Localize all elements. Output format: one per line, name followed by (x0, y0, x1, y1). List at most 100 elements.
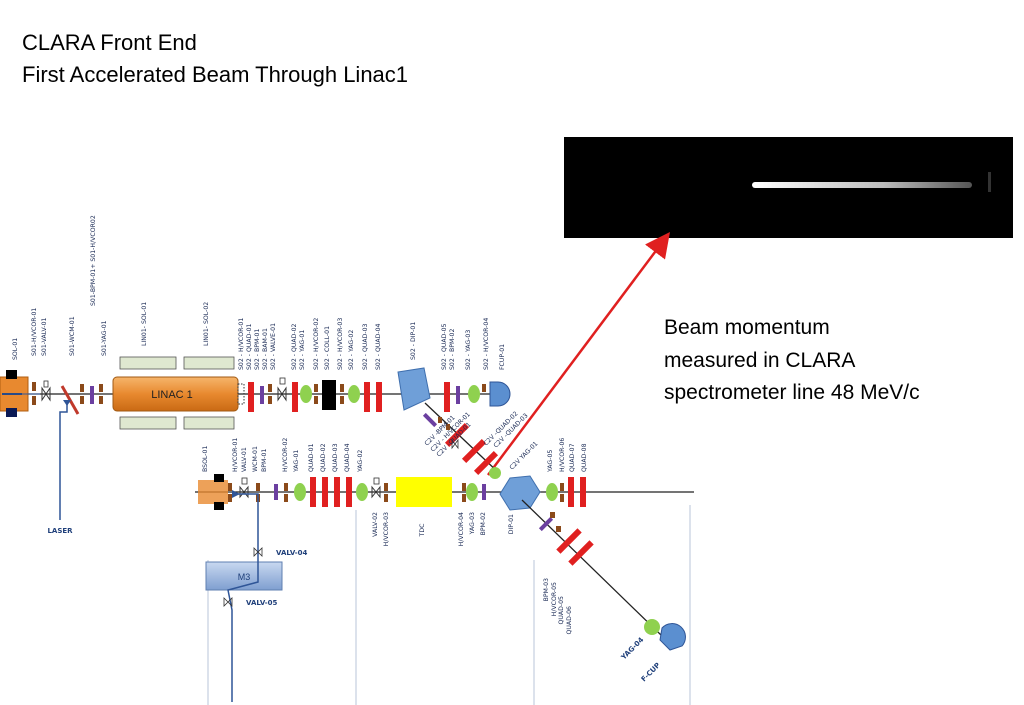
component-label: S01-H/VCOR-01 (31, 308, 38, 356)
component-label: S01-BPM-01+ S01-H/VCOR02 (90, 215, 97, 306)
component-label: DIP-01 (508, 514, 515, 534)
c2v-bpm-01 (422, 412, 438, 428)
h-vcor-05b (556, 526, 561, 532)
component-label: LIN01- SOL-01 (141, 302, 148, 346)
s01-bpm-01 (90, 386, 94, 404)
yag-03 (466, 483, 478, 501)
bpm-02 (482, 484, 486, 500)
component-label: H/VCOR-03 (383, 512, 390, 546)
s02-hvcor-01 (268, 384, 272, 392)
h-vcor-02b (284, 494, 288, 502)
component-label: QUAD-02 (320, 443, 327, 472)
component-label: H/VCOR-06 (559, 438, 566, 472)
s02-bpm-01 (260, 386, 264, 404)
laser-label: LASER (47, 527, 73, 535)
c2v-yag-01 (489, 467, 501, 479)
component-label: S02 - H/VCOR-04 (483, 318, 490, 370)
s01-hvcor-02b (99, 396, 103, 404)
component-label: H/VCOR-01 (232, 438, 239, 472)
valv-05-label: VALV-05 (246, 599, 278, 607)
tdc (396, 477, 452, 507)
quad-02 (322, 477, 328, 507)
s02-quad-04 (376, 382, 382, 412)
below-component-labels: VALV-02 H/VCOR-03 H/VCOR-04 YAG-03 BPM-02 DIP… (372, 512, 573, 635)
s02-hvcor-02 (314, 384, 318, 392)
component-label: S02 - H/VCOR-03 (337, 318, 344, 370)
s02-coll-01 (322, 380, 336, 410)
s02-yag-01 (300, 385, 312, 403)
lin01-sol-01 (119, 356, 177, 370)
component-label: BPM-02 (480, 512, 487, 535)
c2v-quad-02 (461, 438, 487, 464)
yag-02 (356, 483, 368, 501)
component-label: S02 - DIP-01 (410, 322, 417, 360)
valv-01-box (241, 477, 248, 485)
s01-valv-01-box (43, 380, 49, 388)
component-label: S02 - QUAD-04 (375, 323, 382, 370)
component-label: QUAD-03 (332, 443, 339, 472)
c2v-hvcor-01 (438, 417, 442, 423)
yag-04-label: YAG-04 (619, 636, 645, 662)
component-label: S02 - BAM-01 (262, 328, 269, 370)
component-label: H/VCOR-04 (458, 512, 465, 546)
component-label: S02 - COLL-01 (324, 326, 331, 370)
quad-03 (334, 477, 340, 507)
component-label: S02 - VALVE-01 (270, 323, 277, 370)
s01-valv-01 (41, 386, 51, 402)
sol-01-magnet (6, 370, 17, 379)
component-label: YAG-03 (469, 512, 476, 535)
m3-label: M3 (238, 572, 251, 582)
component-label: S02 - QUAD-02 (291, 323, 298, 370)
s02-yag-03 (468, 385, 480, 403)
s02-hvcor-04 (482, 384, 486, 392)
component-label: S02 - YAG-03 (465, 330, 472, 370)
s01-hvcor-01 (32, 382, 36, 391)
s02-bam-01 (237, 383, 245, 405)
page-subtitle: First Accelerated Beam Through Linac1 (22, 62, 409, 87)
quad-04 (346, 477, 352, 507)
s02-quad-02 (292, 382, 298, 412)
s02-hvcor-03 (340, 384, 344, 392)
component-label: S02 - QUAD-01 (246, 323, 253, 370)
s02-yag-02 (348, 385, 360, 403)
s02-hvcor-03b (340, 396, 344, 404)
h-vcor-05 (550, 512, 555, 518)
component-label: H/VCOR-02 (282, 438, 289, 472)
component-label: QUAD-07 (569, 443, 576, 472)
annotation-line-1: Beam momentum (664, 316, 830, 339)
wcm-01 (256, 483, 260, 491)
quad-08 (580, 477, 586, 507)
s01-wcm-01 (80, 384, 84, 392)
component-label: H/VCOR-05 (551, 582, 558, 616)
c2v-valve (451, 438, 459, 450)
lin01-sol-02-lower (183, 416, 235, 430)
beam-spot (752, 182, 972, 188)
yag-04 (644, 619, 660, 635)
component-label: LIN01- SOL-02 (203, 302, 210, 346)
s02-quad-05 (444, 382, 450, 412)
quad-07 (568, 477, 574, 507)
valv-04 (253, 547, 263, 557)
s02-dip-01 (397, 367, 431, 411)
bsol-01b (214, 502, 224, 510)
valv-02-box (373, 477, 380, 485)
fcup-label: F-CUP (640, 661, 662, 683)
component-label: VALV-02 (372, 512, 379, 537)
component-label: QUAD-04 (344, 443, 351, 472)
quad-06 (568, 540, 594, 566)
component-label: S02 - YAG-02 (348, 330, 355, 370)
h-vcor-04 (462, 483, 466, 491)
laser-lower-arrowhead (232, 490, 240, 498)
component-label: BPM-01 (261, 449, 268, 472)
component-label: S02 - H/VCOR-02 (313, 318, 320, 370)
component-label: YAG-02 (357, 450, 364, 473)
s02-bpm-02 (456, 386, 460, 404)
component-label: S02 - H/VCOR-01 (238, 318, 245, 370)
component-label: C2V YAG-01 (508, 440, 539, 471)
component-label: SOL-01 (12, 338, 19, 360)
fcup-01 (489, 381, 511, 407)
component-label: YAG-05 (547, 450, 554, 473)
